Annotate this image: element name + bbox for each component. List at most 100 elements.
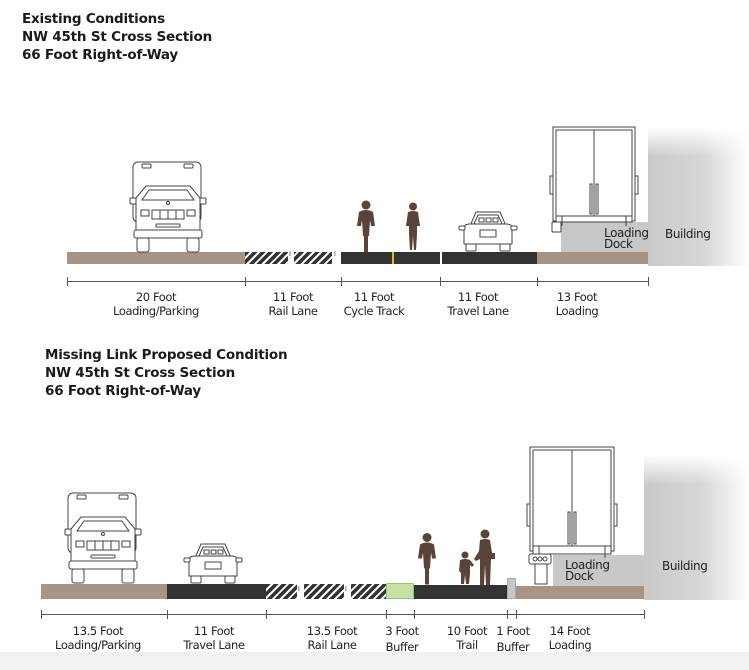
proposed-rail-gap <box>297 584 304 599</box>
rail-icon: I <box>298 585 300 593</box>
existing-rail-gap <box>332 252 340 264</box>
segment-width: 11 Foot <box>272 290 314 304</box>
segment-name: Travel Lane <box>447 304 509 318</box>
box-truck-front-icon <box>129 161 207 253</box>
proposed-building-label: Building <box>662 559 708 573</box>
dimension-tick <box>537 277 538 286</box>
existing-loading-dock <box>561 222 648 253</box>
existing-building-fade <box>648 127 749 157</box>
proposed-loading-surface <box>516 586 644 599</box>
segment-name: Loading/Parking <box>113 304 199 318</box>
box-truck-front-icon <box>64 492 142 584</box>
segment-name: Buffer <box>496 640 530 654</box>
proposed-dock-label-line-1: Loading <box>565 558 610 572</box>
existing-title-line-1: Existing Conditions <box>22 11 165 27</box>
segment-width: 13.5 Foot <box>306 624 358 638</box>
segment-width: 11 Foot <box>353 290 395 304</box>
existing-dock-label-line-1: Loading <box>604 226 649 240</box>
segment-name: Travel Lane <box>183 638 245 652</box>
proposed-title-line-3: 66 Foot Right-of-Way <box>45 383 202 399</box>
existing-label-travel-lane: 11 Foot Travel Lane <box>447 290 509 318</box>
proposed-rail-gap <box>344 584 351 599</box>
pedestrian-icon <box>474 529 495 585</box>
dimension-tick <box>644 610 645 619</box>
existing-dock-label: Loading Dock <box>604 226 649 251</box>
proposed-label-3ft-buffer: 3 Foot Buffer <box>385 624 419 654</box>
segment-name: Trail <box>456 638 478 652</box>
existing-title-line-2: NW 45th St Cross Section <box>22 29 212 45</box>
existing-label-rail-lane: 11 Foot Rail Lane <box>268 290 317 318</box>
proposed-label-loading: 14 Foot Loading <box>549 624 592 652</box>
existing-title-line-3: 66 Foot Right-of-Way <box>22 47 179 63</box>
proposed-label-trail: 10 Foot Trail <box>446 624 488 652</box>
segment-width: 11 Foot <box>193 624 235 638</box>
existing-dock-label-line-2: Dock <box>604 237 633 251</box>
dimension-tick <box>648 277 649 286</box>
segment-name: Rail Lane <box>307 638 357 652</box>
rail-icon: I <box>289 250 291 258</box>
cyclist-icon <box>357 200 375 252</box>
proposed-travel-lane-surface <box>167 584 266 599</box>
proposed-label-rail-lane: 13.5 Foot Rail Lane <box>306 624 358 652</box>
proposed-label-loading-parking: 13.5 Foot Loading/Parking <box>55 624 141 652</box>
segment-name: Buffer <box>385 640 419 654</box>
segment-name: Rail Lane <box>268 304 318 318</box>
segment-name: Cycle Track <box>343 304 405 318</box>
existing-label-cycle-track: 11 Foot Cycle Track <box>344 290 405 318</box>
existing-label-loading: 13 Foot Loading <box>556 290 599 318</box>
bottom-band <box>0 652 749 670</box>
proposed-dock-label: Loading Dock <box>565 558 610 583</box>
proposed-dimension-line <box>41 614 644 615</box>
existing-dimension-line <box>67 281 648 282</box>
existing-label-loading-parking: 20 Foot Loading/Parking <box>113 290 199 318</box>
segment-width: 14 Foot <box>549 624 591 638</box>
segment-width: 3 Foot <box>385 624 419 638</box>
dimension-tick <box>266 610 267 619</box>
proposed-title-line-1: Missing Link Proposed Condition <box>45 347 288 363</box>
dimension-tick <box>41 610 42 619</box>
cyclist-icon <box>418 533 436 585</box>
proposed-label-travel-lane: 11 Foot Travel Lane <box>183 624 245 652</box>
car-rear-icon <box>458 211 518 252</box>
proposed-trail-surface <box>414 585 507 599</box>
segment-name: Loading <box>555 304 599 318</box>
dimension-tick <box>440 277 441 286</box>
rail-icon: I <box>334 250 336 258</box>
segment-width: 13 Foot <box>556 290 598 304</box>
segment-name: Loading <box>548 638 592 652</box>
box-truck-rear-icon <box>549 126 639 233</box>
dimension-tick <box>167 610 168 619</box>
lane-divider <box>440 252 442 264</box>
box-truck-rear-icon <box>526 446 618 585</box>
segment-width: 11 Foot <box>457 290 499 304</box>
proposed-loading-dock <box>553 555 644 586</box>
existing-cycle-travel-surface <box>341 252 537 264</box>
proposed-building-fade <box>644 455 749 485</box>
dimension-tick <box>516 610 517 619</box>
proposed-rail-lane-surface <box>266 584 386 599</box>
existing-loading-parking-surface <box>67 252 245 264</box>
dimension-tick <box>507 610 508 619</box>
proposed-dock-label-line-2: Dock <box>565 569 594 583</box>
proposed-label-1ft-buffer: 1 Foot Buffer <box>496 624 530 654</box>
pedestrian-icon <box>406 202 420 250</box>
proposed-3ft-buffer-surface <box>386 583 414 599</box>
dimension-tick <box>67 277 68 286</box>
segment-width: 10 Foot <box>446 624 488 638</box>
cycle-track-centerline <box>392 252 394 264</box>
segment-width: 20 Foot <box>135 290 177 304</box>
car-rear-icon <box>183 543 243 584</box>
dimension-tick <box>414 610 415 619</box>
proposed-1ft-buffer-surface <box>507 578 516 599</box>
existing-loading-surface <box>537 252 648 264</box>
existing-building-label: Building <box>665 227 711 241</box>
rail-icon: I <box>345 585 347 593</box>
dimension-tick <box>341 277 342 286</box>
dimension-tick <box>386 610 387 619</box>
existing-title: Existing Conditions NW 45th St Cross Sec… <box>22 10 212 64</box>
proposed-loading-parking-surface <box>41 584 167 599</box>
child-pedestrian-icon <box>459 551 474 584</box>
existing-rail-gap <box>288 252 294 264</box>
segment-width: 1 Foot <box>496 624 530 638</box>
dimension-tick <box>245 277 246 286</box>
